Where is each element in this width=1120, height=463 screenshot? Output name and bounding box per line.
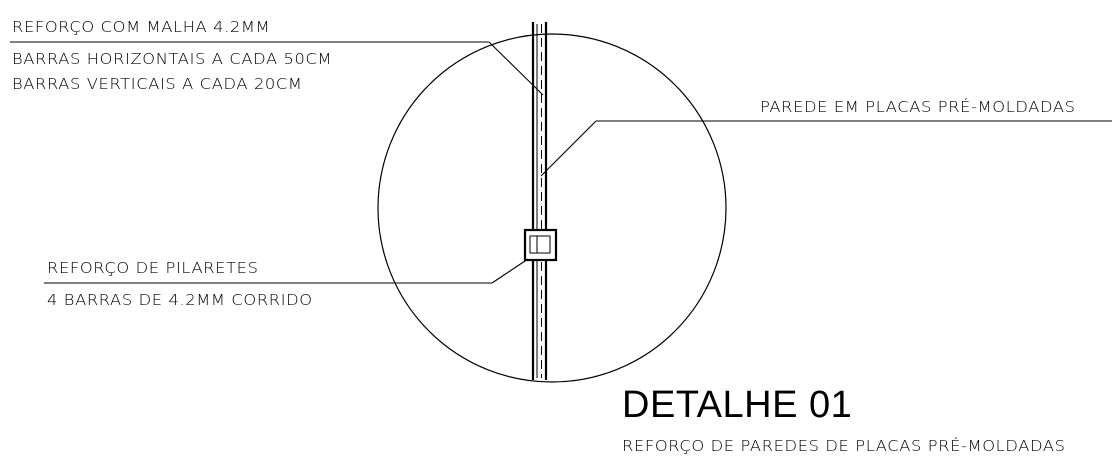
reforco-malha-label-line3: BARRAS VERTICAIS A CADA 20CM — [12, 75, 303, 93]
pilaretes-label-line1: REFORÇO DE PILARETES — [47, 259, 259, 277]
detail-title: DETALHE 01 — [622, 384, 853, 426]
parede-label: PAREDE EM PLACAS PRÉ-MOLDADAS — [760, 98, 1076, 116]
pilaretes-label-line2: 4 BARRAS DE 4.2MM CORRIDO — [47, 291, 313, 309]
reforco-malha-label-line1: REFORÇO COM MALHA 4.2MM — [12, 18, 271, 36]
leader-pilaretes — [44, 258, 529, 284]
detail-circle — [377, 33, 727, 383]
wall-panel — [531, 22, 548, 380]
detail-subtitle: REFORÇO DE PAREDES DE PLACAS PRÉ-MOLDADA… — [622, 437, 1066, 455]
pilaret-box — [523, 228, 558, 262]
leader-parede — [540, 120, 1112, 177]
leader-reforco-malha — [10, 41, 544, 96]
reforco-malha-label-line2: BARRAS HORIZONTAIS A CADA 50CM — [12, 50, 333, 68]
